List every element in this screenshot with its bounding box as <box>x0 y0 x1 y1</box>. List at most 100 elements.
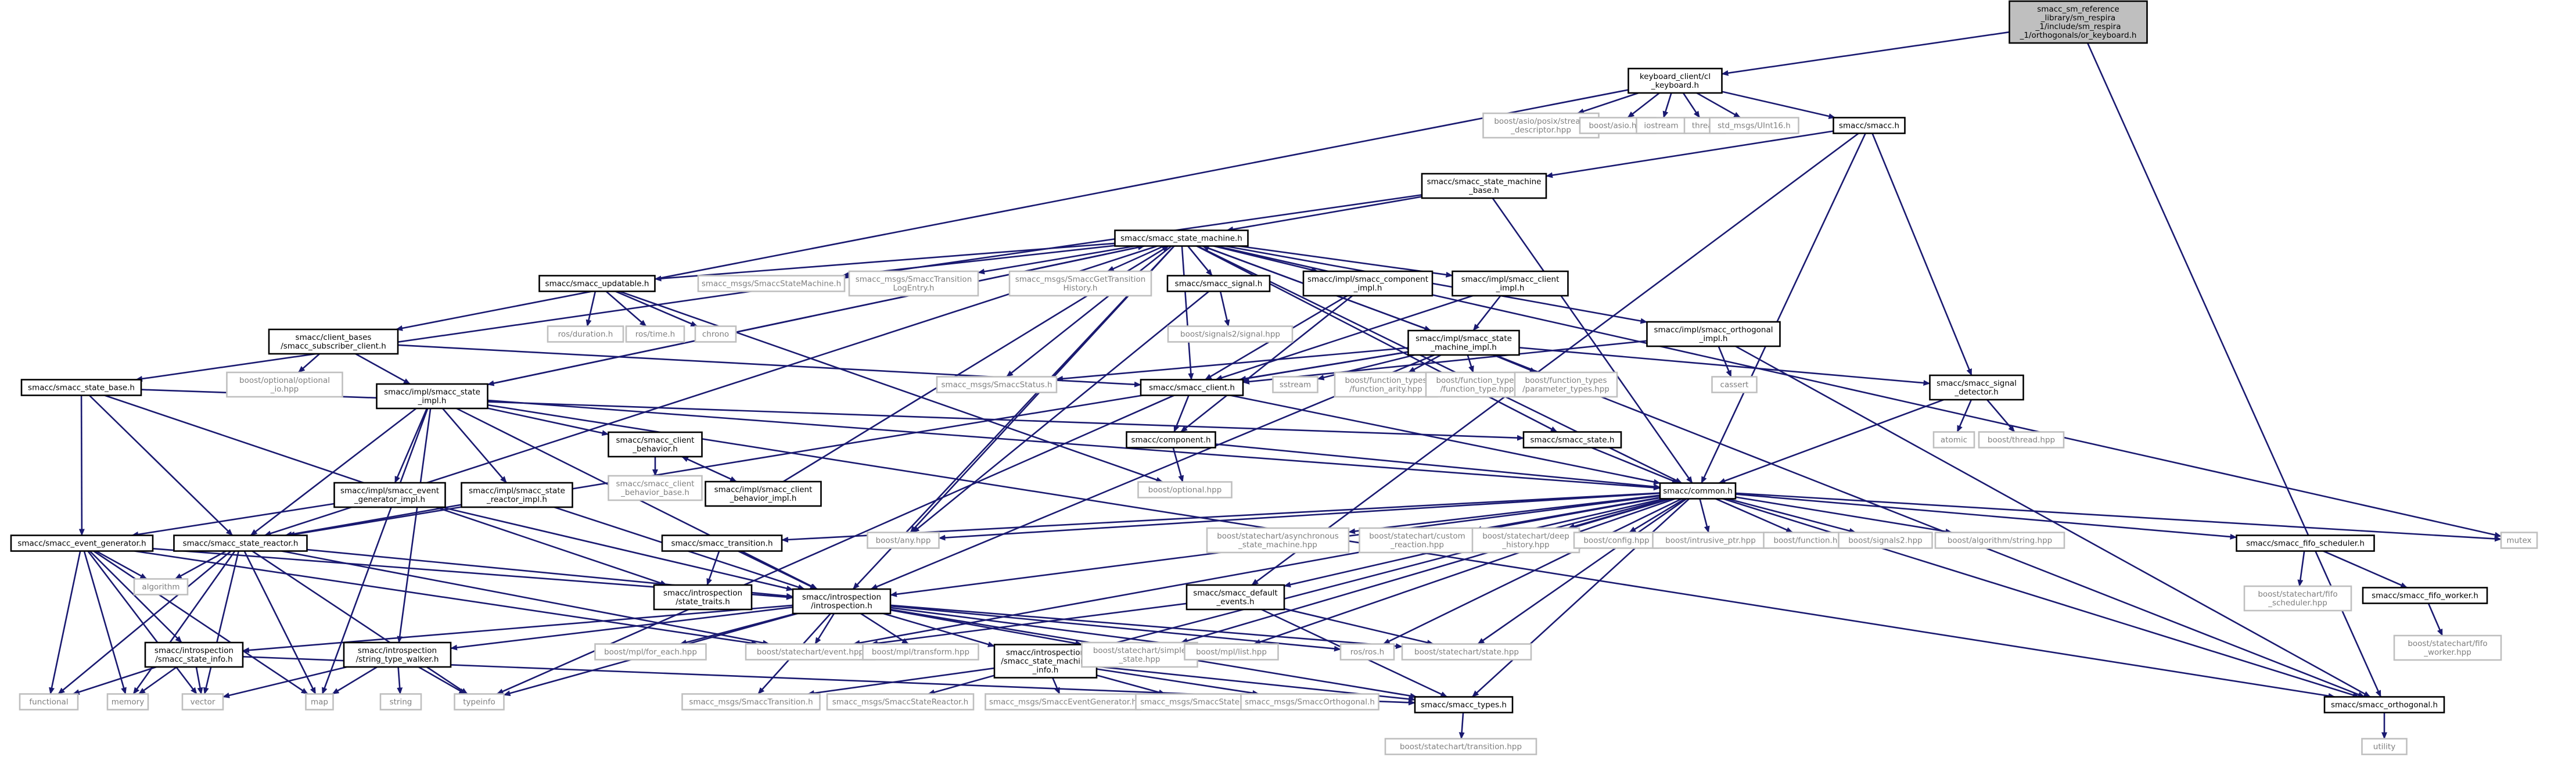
node-smimpl[interactable]: smacc/impl/smacc_state_machine_impl.h <box>1407 329 1520 356</box>
node-label: smacc_msgs/SmaccStatus.h <box>941 381 1052 390</box>
node-common[interactable]: smacc/common.h <box>1659 482 1737 500</box>
node-bthread: boost/thread.hpp <box>1978 431 2065 449</box>
node-label: smacc_msgs/SmaccStateReactor.h <box>832 698 968 707</box>
node-box <box>2362 587 2488 604</box>
edge-evgen-to-memory <box>83 551 127 695</box>
edge-component-to-optional <box>1172 447 1184 483</box>
node-clientimpl[interactable]: smacc/impl/smacc_client_impl.h <box>1452 270 1569 297</box>
node-smbase[interactable]: smacc/smacc_state_machine_base.h <box>1421 173 1547 199</box>
node-defevents[interactable]: smacc/smacc_default_events.h <box>1185 584 1285 611</box>
edge-statebase-to-reactor <box>88 394 233 536</box>
node-box <box>1709 117 1799 134</box>
edge-sinfo-to-vector <box>195 666 203 695</box>
node-client[interactable]: smacc/smacc_client.h <box>1140 379 1244 396</box>
node-component[interactable]: smacc/component.h <box>1126 431 1216 449</box>
node-box <box>1838 532 1933 549</box>
edge-clientimpl-to-smimpl <box>1472 295 1501 331</box>
node-evgen[interactable]: smacc/smacc_event_generator.h <box>10 534 154 552</box>
edge-sminfo-to-msgsr <box>928 675 995 695</box>
node-updatable[interactable]: smacc/smacc_updatable.h <box>538 275 656 292</box>
node-status: smacc_msgs/SmaccStatus.h <box>936 376 1058 393</box>
node-box <box>1421 173 1547 199</box>
edge-types-to-transhpp <box>1458 712 1465 740</box>
node-sm[interactable]: smacc/smacc_state_machine.h <box>1114 229 1249 247</box>
node-label: atomic <box>1941 436 1967 445</box>
edge-sigdet-to-common <box>1718 399 1944 484</box>
node-box <box>1240 693 1379 711</box>
node-reactor[interactable]: smacc/smacc_state_reactor.h <box>173 534 308 552</box>
node-label: boost/signals2/signal.hpp <box>1180 330 1280 339</box>
node-box <box>1407 329 1520 356</box>
node-box <box>625 325 685 343</box>
node-cbimpl[interactable]: smacc/impl/smacc_client_behavior_impl.h <box>705 480 822 507</box>
node-transhpp: boost/statechart/transition.hpp <box>1384 738 1537 755</box>
edge-updatable-to-rosdur <box>585 291 597 327</box>
node-box <box>379 693 422 711</box>
edge-common-to-async <box>1348 494 1661 534</box>
node-transition[interactable]: smacc/smacc_transition.h <box>661 534 783 552</box>
node-smacc[interactable]: smacc/smacc.h <box>1833 117 1906 134</box>
edge-reactor-to-functional <box>58 550 232 695</box>
node-signal[interactable]: smacc/smacc_signal.h <box>1166 275 1271 292</box>
edge-reactor-to-vector <box>203 551 240 695</box>
node-label: /function_type.hpp <box>1440 385 1514 394</box>
node-label: smacc/impl/smacc_client <box>1461 275 1560 284</box>
node-stateimpl[interactable]: smacc/impl/smacc_state_impl.h <box>376 383 488 410</box>
node-kbclient[interactable]: keyboard_client/cl_keyboard.h <box>1627 67 1723 94</box>
node-orthimpl[interactable]: smacc/impl/smacc_orthogonal_impl.h <box>1646 321 1781 347</box>
node-subclient[interactable]: smacc/client_bases/smacc_subscriber_clie… <box>268 328 399 355</box>
node-state[interactable]: smacc/smacc_state.h <box>1522 431 1622 449</box>
node-foreach: boost/mpl/for_each.hpp <box>594 643 707 661</box>
edge-smimpl-to-fttype <box>1467 354 1474 373</box>
node-intro[interactable]: smacc/introspection/introspection.h <box>792 588 892 615</box>
edge-common-to-fifosched <box>1735 493 2237 540</box>
node-label: _generator_impl.h <box>354 495 425 504</box>
node-box <box>2236 534 2375 552</box>
node-label: /parameter_types.hpp <box>1522 385 1609 394</box>
node-string: string <box>379 693 422 711</box>
edge-kbclient-to-smacc <box>1722 91 1836 119</box>
node-label: smacc/smacc_fifo_scheduler.h <box>2246 539 2365 548</box>
node-label: smacc_msgs/SmaccTransition.h <box>689 698 813 707</box>
edge-evgenimpl-to-intro <box>441 506 793 591</box>
node-uint16: std_msgs/UInt16.h <box>1709 117 1799 134</box>
node-srimpl[interactable]: smacc/impl/smacc_state_reactor_impl.h <box>461 482 573 508</box>
node-box <box>1659 482 1737 500</box>
node-label: _impl.h <box>1353 284 1382 293</box>
edge-sinfo-to-functional <box>72 666 157 695</box>
node-sigdet[interactable]: smacc/smacc_signal_detector.h <box>1929 374 2024 401</box>
node-compimpl[interactable]: smacc/impl/smacc_component_impl.h <box>1302 270 1433 297</box>
edge-kbclient-to-asio <box>1627 92 1660 119</box>
node-label: boost/thread.hpp <box>1988 436 2055 445</box>
node-label: memory <box>112 698 144 707</box>
node-fifoworker[interactable]: smacc/smacc_fifo_worker.h <box>2362 587 2488 604</box>
node-fifosched[interactable]: smacc/smacc_fifo_scheduler.h <box>2236 534 2375 552</box>
node-root[interactable]: smacc_sm_reference_library/sm_respira_1/… <box>2009 0 2148 44</box>
node-sinfo[interactable]: smacc/introspection/smacc_state_info.h <box>144 641 244 668</box>
edge-sm-to-client <box>1181 246 1194 381</box>
edge-sm-to-signal <box>1187 245 1213 277</box>
edge-sminfo-to-msgtr <box>807 667 995 696</box>
node-label: smacc/smacc_updatable.h <box>545 279 649 289</box>
node-label: boost/statechart/event.hpp <box>757 648 864 657</box>
node-label: _state_machine.hpp <box>1238 540 1317 550</box>
node-orth[interactable]: smacc/smacc_orthogonal.h <box>2323 696 2445 713</box>
node-box <box>333 482 446 508</box>
node-cbehavior[interactable]: smacc/smacc_client_behavior.h <box>608 431 703 458</box>
node-types[interactable]: smacc/smacc_types.h <box>1414 696 1514 713</box>
node-box <box>1166 275 1271 292</box>
node-label: _events.h <box>1216 597 1254 607</box>
node-traits[interactable]: smacc/introspection/state_traits.h <box>653 584 753 611</box>
node-evgenimpl[interactable]: smacc/impl/smacc_event_generator_impl.h <box>333 482 446 508</box>
node-walker[interactable]: smacc/introspection/string_type_walker.h <box>343 641 452 668</box>
node-label: smacc/impl/smacc_component <box>1307 275 1428 284</box>
node-label: smacc/client_bases <box>296 333 372 342</box>
node-sminfo[interactable]: smacc/introspection/smacc_state_machine_… <box>993 644 1098 679</box>
edge-walker-to-string <box>397 666 403 695</box>
node-box <box>1646 321 1781 347</box>
edge-stateimpl-to-walker <box>397 408 432 643</box>
node-box <box>826 693 975 711</box>
node-statebase[interactable]: smacc/smacc_state_base.h <box>20 379 142 396</box>
edge-transition-to-traits <box>706 551 720 586</box>
node-functional: functional <box>19 693 79 711</box>
